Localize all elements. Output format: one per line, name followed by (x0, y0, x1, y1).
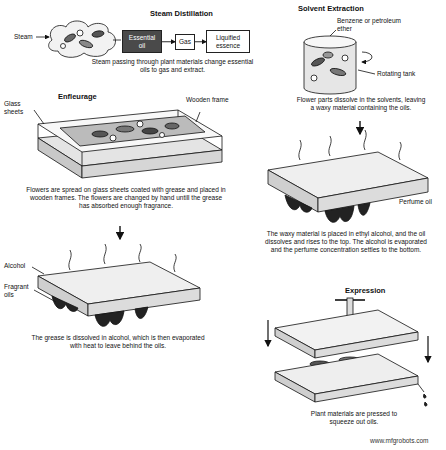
flow-arrow (162, 41, 175, 42)
section-title: Steam Distillation (150, 9, 213, 18)
process-box: Liquified essence (206, 30, 250, 53)
caption-note: The grease is dissolved in alcohol, whic… (26, 334, 210, 350)
caption-note: Flower parts dissolve in the solvents, l… (296, 96, 426, 112)
caption-note: Steam passing through plant materials ch… (90, 58, 255, 74)
box-text: Liquified essence (210, 34, 246, 49)
box-text: Gas (179, 38, 191, 46)
part-label: Wooden frame (186, 96, 242, 104)
box-text: Essential oil (126, 34, 158, 49)
caption-note: Plant materials are pressed to squeeze o… (298, 410, 410, 426)
part-label: Rotating tank (377, 70, 423, 78)
part-label: Benzene or petroleum ether (337, 17, 401, 33)
part-label: Steam (14, 33, 33, 41)
section-title: Enfleurage (58, 92, 97, 101)
caption-note: Flowers are spread on glass sheets coate… (26, 186, 226, 210)
section-title: Expression (345, 286, 385, 295)
process-box: Gas (175, 34, 195, 50)
process-box: Essential oil (122, 30, 162, 53)
part-label: Alcohol (4, 262, 25, 270)
section-title: Solvent Extraction (298, 4, 364, 13)
part-label: Perfume oil (399, 198, 441, 206)
watermark: www.mfgrobots.com (370, 437, 429, 445)
flow-arrow (195, 41, 206, 42)
part-label: Fragrant oils (4, 283, 34, 299)
part-label: Glass sheets (4, 100, 36, 116)
caption-note: The waxy material is placed in ethyl alc… (262, 230, 430, 254)
